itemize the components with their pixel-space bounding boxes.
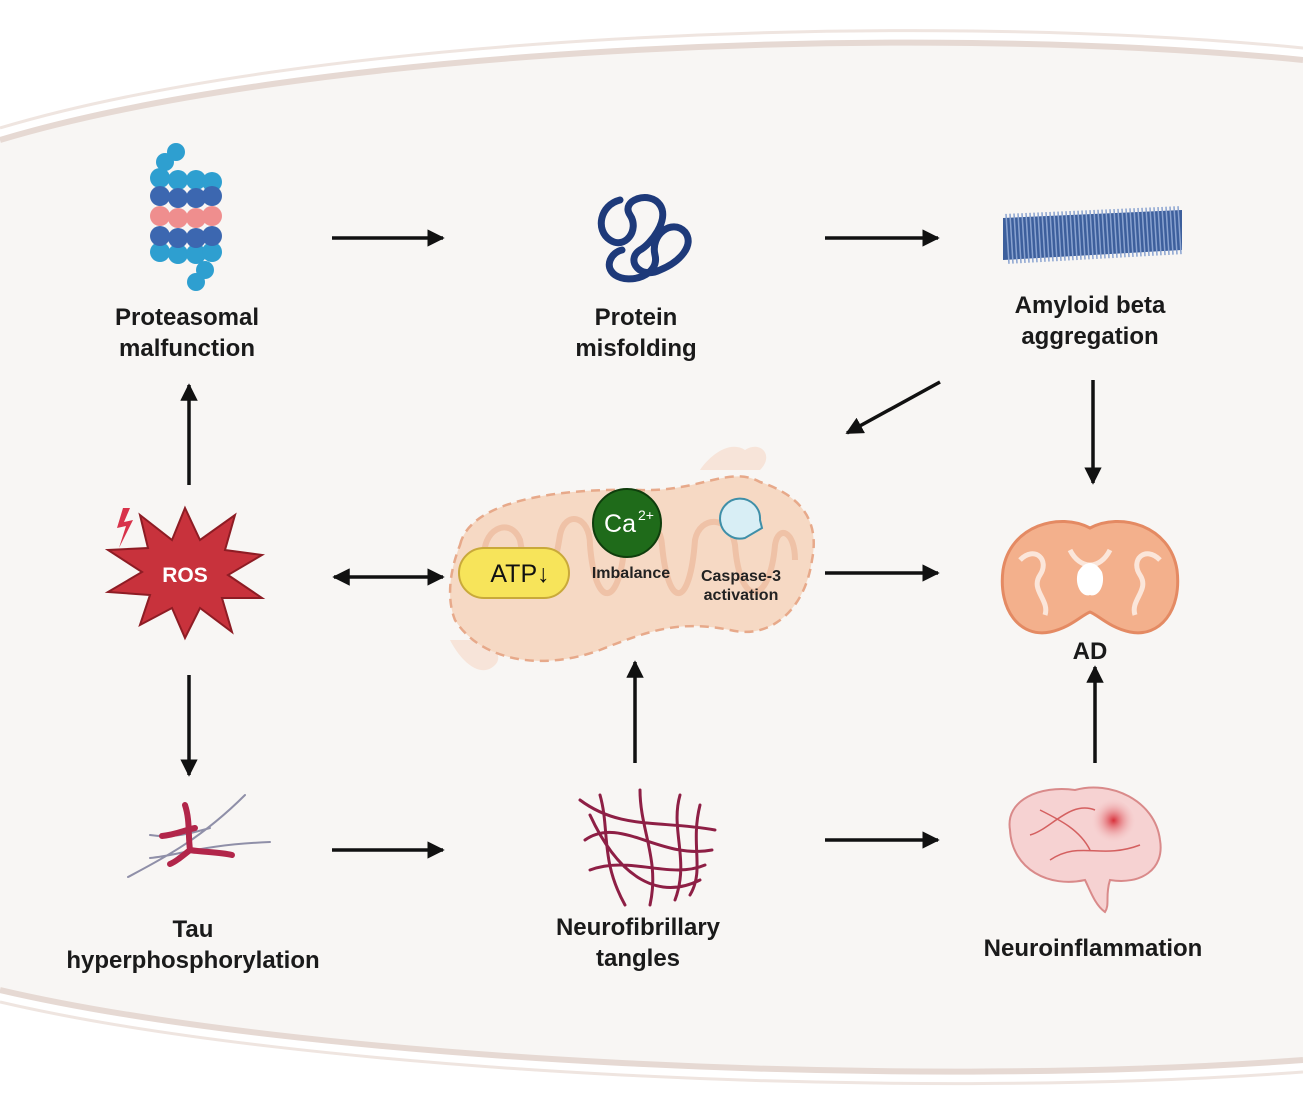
- inflamed-brain-icon: [1008, 786, 1162, 914]
- amyloid-label-1: Amyloid beta: [1015, 292, 1166, 319]
- amyloid-fibril-icon: [1003, 206, 1182, 264]
- caspase-label-2: activation: [704, 587, 779, 604]
- calcium-ion-icon: [592, 488, 662, 558]
- tau-label-1: Tau: [173, 916, 214, 943]
- neurofibrillary-tangles-icon: [578, 788, 717, 907]
- mitochondria-icon: ATP↓ Ca 2+ Imbalance Caspase-3 activatio…: [448, 446, 815, 671]
- proteasome-icon: [150, 143, 222, 291]
- arrow-amyloid-to-mitochondria: [845, 380, 941, 435]
- neuroinflammation-label: Neuroinflammation: [984, 935, 1203, 962]
- proteasomal-label-1: Proteasomal: [115, 304, 259, 331]
- misfolded-protein-icon: [597, 194, 692, 283]
- misfolding-label-2: misfolding: [575, 335, 696, 362]
- imbalance-label: Imbalance: [592, 565, 670, 582]
- proteasomal-label-2: malfunction: [119, 335, 255, 362]
- lightning-icon: [117, 508, 133, 548]
- ros-label: ROS: [162, 564, 208, 587]
- misfolding-label-1: Protein: [595, 304, 678, 331]
- coronal-brain-icon: [1000, 519, 1180, 635]
- atp-label: ATP↓: [490, 560, 549, 588]
- tau-label-2: hyperphosphorylation: [66, 947, 319, 974]
- tau-fiber-icon: [127, 794, 271, 878]
- tangles-label-2: tangles: [596, 945, 680, 972]
- atp-pill: [458, 547, 570, 599]
- calcium-label: Ca: [604, 510, 636, 538]
- ros-starburst-icon: ROS: [104, 505, 266, 641]
- amyloid-label-2: aggregation: [1021, 323, 1158, 350]
- calcium-superscript: 2+: [638, 507, 654, 523]
- caspase-icon: [719, 497, 764, 540]
- caspase-label-1: Caspase-3: [701, 568, 781, 585]
- tangles-label-1: Neurofibrillary: [556, 914, 721, 941]
- ad-label: AD: [1073, 638, 1108, 665]
